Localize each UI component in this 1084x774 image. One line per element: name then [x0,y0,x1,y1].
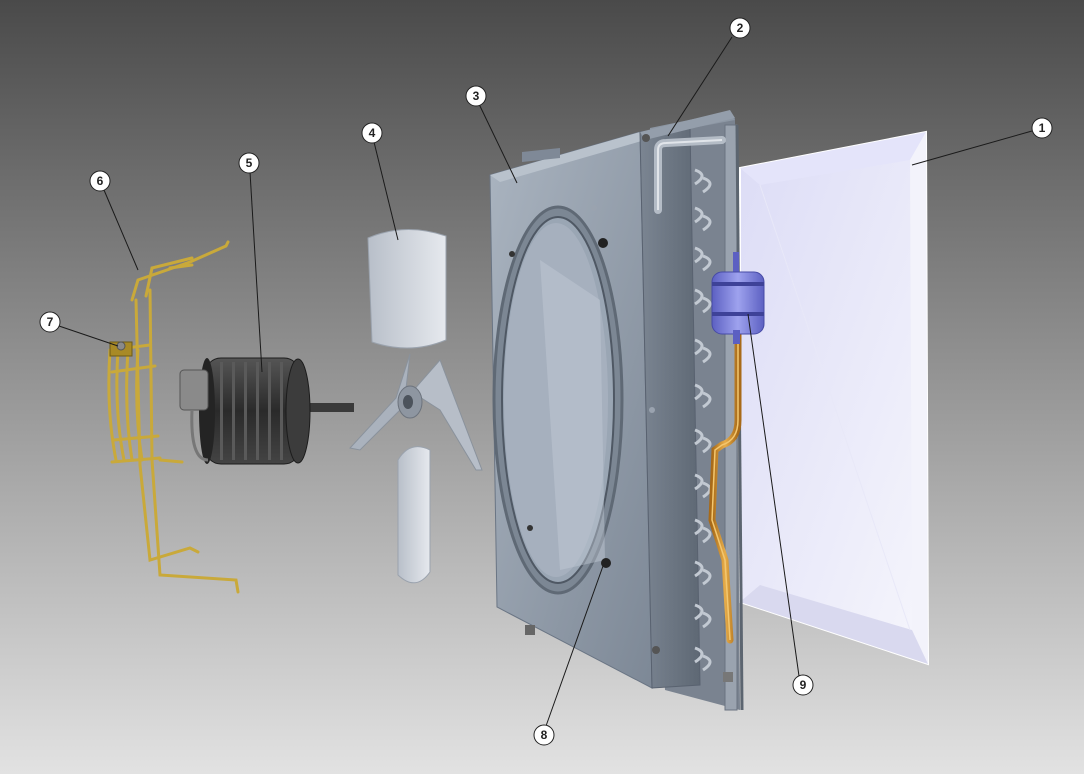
fan-motor [179,357,354,465]
svg-text:6: 6 [97,174,104,188]
svg-text:3: 3 [473,89,480,103]
callout-5: 5 [238,152,260,174]
fan-blade [349,229,483,584]
callout-2: 2 [729,17,751,39]
callout-4: 4 [361,122,383,144]
callout-9: 9 [792,674,814,696]
callout-3: 3 [465,85,487,107]
coil-header-pipe [654,136,726,214]
svg-text:2: 2 [737,21,744,35]
callout-6: 6 [89,170,111,192]
callout-7: 7 [39,311,61,333]
copper-liquid-line [708,326,742,644]
svg-text:7: 7 [47,315,54,329]
coil-hairpins [694,168,712,672]
svg-text:5: 5 [246,156,253,170]
svg-text:4: 4 [369,126,376,140]
wire-guard [107,240,240,594]
condenser-housing [489,110,735,689]
filter-panel [739,130,930,666]
svg-text:9: 9 [800,678,807,692]
svg-text:8: 8 [541,728,548,742]
filter-drier [711,252,765,344]
leader-lines [58,36,1033,727]
callout-8: 8 [533,724,555,746]
svg-text:1: 1 [1039,121,1046,135]
callout-1: 1 [1031,117,1053,139]
